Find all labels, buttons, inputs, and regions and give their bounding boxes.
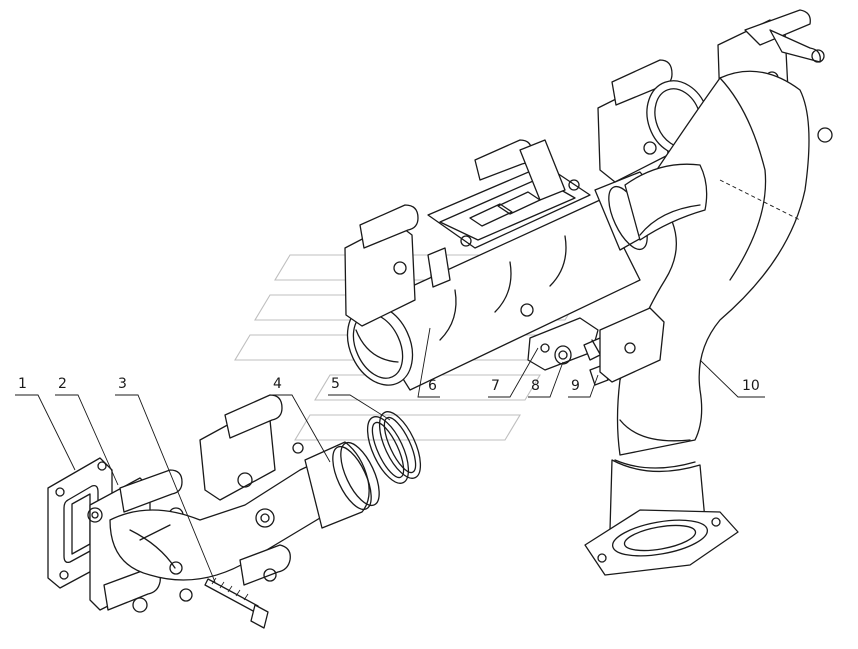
callout-6: 6 — [417, 327, 440, 398]
washer-part-8 — [554, 345, 572, 365]
callout-label-7: 7 — [491, 378, 500, 394]
callout-7: 7 — [488, 347, 539, 398]
callout-label-3: 3 — [118, 376, 127, 392]
bolt-part-3 — [204, 577, 269, 629]
left-manifold-pipe — [47, 394, 380, 613]
callout-5: 5 — [328, 376, 391, 421]
center-manifold-pipe — [344, 139, 665, 391]
callout-label-9: 9 — [571, 378, 580, 394]
callout-label-6: 6 — [428, 378, 437, 394]
right-manifold-elbow — [584, 9, 833, 576]
callout-label-2: 2 — [58, 376, 67, 392]
callout-3: 3 — [115, 376, 216, 583]
callout-2: 2 — [55, 376, 119, 486]
callout-8: 8 — [528, 361, 564, 398]
callout-label-10: 10 — [742, 378, 760, 394]
callout-label-8: 8 — [531, 378, 540, 394]
callout-label-4: 4 — [273, 376, 282, 392]
callout-label-5: 5 — [331, 376, 340, 392]
seal-rings-part-5 — [366, 411, 422, 484]
callout-1: 1 — [15, 376, 76, 471]
callout-10: 10 — [699, 359, 765, 398]
callout-label-1: 1 — [18, 376, 27, 392]
callout-9: 9 — [568, 374, 599, 398]
callout-4: 4 — [270, 376, 331, 463]
